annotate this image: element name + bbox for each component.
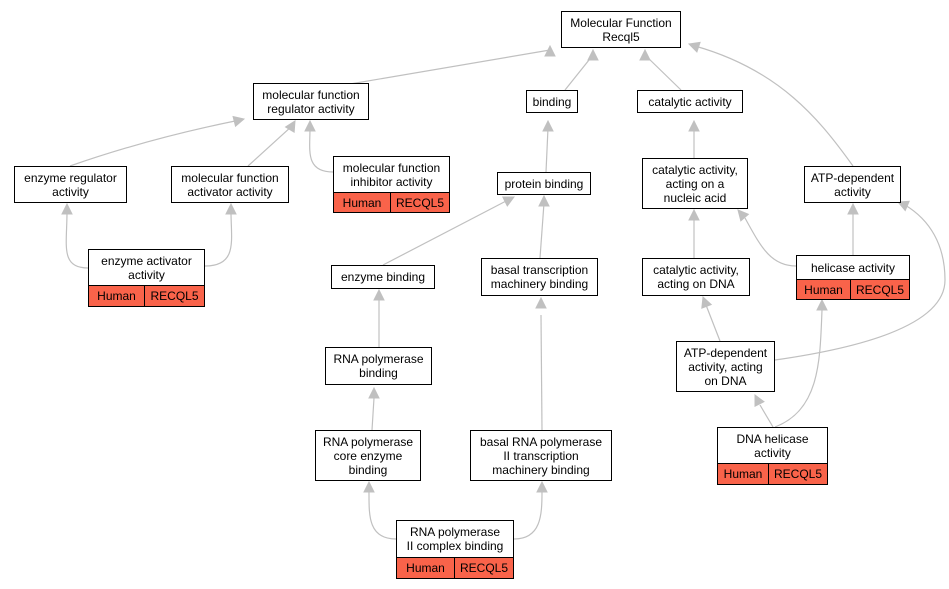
edge-arrowhead [896, 200, 910, 212]
node-atp-dependent-activity-dna[interactable]: ATP-dependent activity, acting on DNA [676, 341, 775, 392]
edge [759, 404, 774, 428]
edge-arrowhead [544, 44, 556, 57]
edge [247, 125, 293, 167]
edge [65, 211, 89, 269]
node-molecular-function-regulator-activity[interactable]: molecular function regulator activity [253, 83, 369, 120]
gene-tag: RECQL5 [454, 557, 514, 579]
organism-tag: Human [717, 463, 769, 485]
edge-arrowhead [701, 295, 713, 309]
edge [371, 397, 375, 431]
edge [309, 127, 334, 173]
edge-arrowhead [232, 115, 246, 128]
edge-arrowhead [61, 202, 73, 215]
node-basal-rna-polymerase-ii-binding[interactable]: basal RNA polymerase II transcription ma… [470, 430, 612, 481]
edge [705, 304, 721, 342]
node-rna-polymerase-ii-complex-binding[interactable]: RNA polymerase II complex binding [396, 520, 514, 558]
edge-arrowhead [368, 386, 380, 399]
organism-tag: Human [88, 285, 145, 307]
edge-arrowhead [687, 41, 701, 53]
node-protein-binding[interactable]: protein binding [497, 172, 591, 195]
edge [513, 491, 543, 540]
edge-arrowhead [639, 48, 651, 61]
node-enzyme-regulator-activity[interactable]: enzyme regulator activity [14, 166, 127, 203]
node-enzyme-activator-activity[interactable]: enzyme activator activity [88, 249, 205, 286]
gene-tag: RECQL5 [850, 279, 910, 300]
edge-arrowhead [688, 208, 700, 221]
edge [744, 217, 797, 267]
edge-arrowhead [284, 120, 296, 133]
edge [644, 54, 682, 91]
gene-tag: RECQL5 [390, 192, 450, 213]
edge [349, 49, 551, 85]
node-catalytic-activity-dna[interactable]: catalytic activity, acting on DNA [642, 258, 750, 296]
organism-tag: Human [796, 279, 851, 300]
edge-arrowhead [502, 196, 515, 207]
edge [69, 119, 241, 167]
edge-arrowhead [737, 209, 750, 222]
edge [382, 199, 509, 266]
edge [540, 314, 543, 431]
node-molecular-function-root[interactable]: Molecular Function Recql5 [561, 11, 681, 48]
edge-arrowhead [535, 296, 547, 309]
node-catalytic-activity[interactable]: catalytic activity [637, 90, 743, 113]
organism-tag: Human [333, 192, 391, 213]
edge-arrowhead [536, 480, 548, 493]
edge-arrowhead [847, 202, 859, 215]
edge-arrowhead [688, 119, 700, 132]
node-molecular-function-activator-activity[interactable]: molecular function activator activity [171, 166, 289, 203]
edge [774, 309, 823, 428]
node-enzyme-binding[interactable]: enzyme binding [331, 265, 435, 289]
edge [774, 204, 946, 361]
edge-arrowhead [587, 48, 599, 61]
edge-arrowhead [538, 194, 550, 207]
edge-arrowhead [816, 298, 828, 311]
node-rna-polymerase-binding[interactable]: RNA polymerase binding [325, 347, 432, 385]
node-helicase-activity[interactable]: helicase activity [796, 255, 910, 280]
node-basal-transcription-machinery-binding[interactable]: basal transcription machinery binding [481, 258, 598, 296]
gene-tag: RECQL5 [144, 285, 205, 307]
node-binding[interactable]: binding [526, 90, 578, 113]
edge [545, 127, 549, 173]
node-dna-helicase-activity[interactable]: DNA helicase activity [717, 427, 828, 464]
node-catalytic-activity-nucleic-acid[interactable]: catalytic activity, acting on a nucleic … [642, 158, 748, 209]
edge [368, 491, 397, 540]
organism-tag: Human [396, 557, 455, 579]
node-rna-polymerase-core-enzyme-binding[interactable]: RNA polymerase core enzyme binding [315, 430, 421, 481]
edge-arrowhead [373, 288, 385, 301]
edge-arrowhead [304, 119, 316, 132]
edge-arrowhead [225, 202, 237, 215]
node-molecular-function-inhibitor-activity[interactable]: molecular function inhibitor activity [333, 156, 450, 193]
edge [204, 211, 233, 267]
edge [564, 54, 594, 91]
node-atp-dependent-activity[interactable]: ATP-dependent activity [804, 166, 901, 203]
edge-arrowhead [363, 480, 375, 493]
edge [694, 45, 854, 167]
edge-arrowhead [754, 394, 765, 407]
edge-arrowhead [542, 119, 554, 132]
edge [539, 202, 545, 259]
gene-tag: RECQL5 [768, 463, 828, 485]
